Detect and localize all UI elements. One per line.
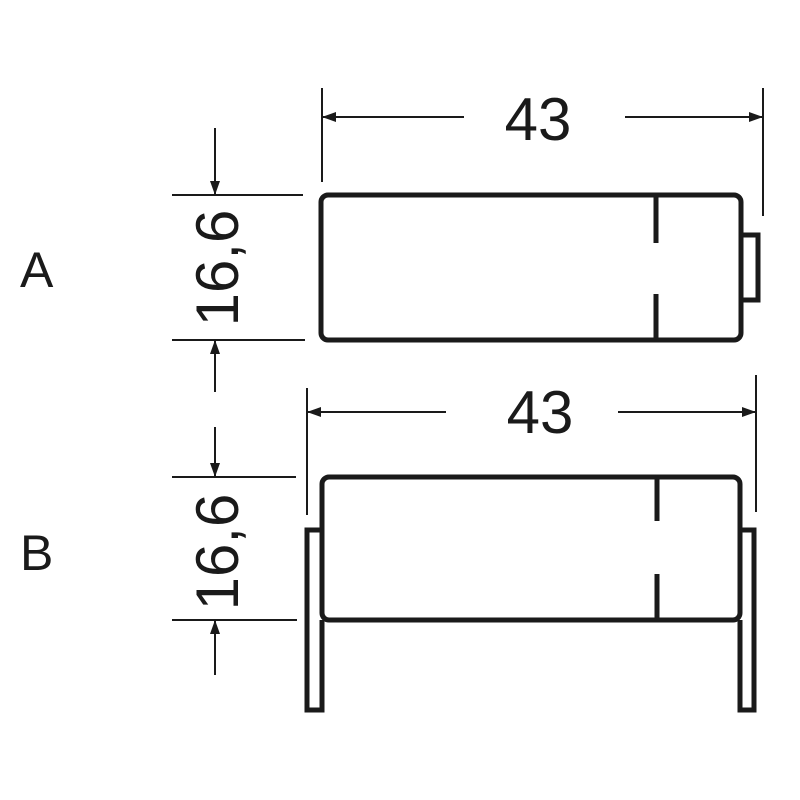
variant-b-label: B xyxy=(20,525,53,581)
variant-b-diameter-dimension: 16,6 xyxy=(172,427,297,675)
variant-b-battery-body xyxy=(304,474,757,713)
variant-a-diameter-value: 16,6 xyxy=(184,210,251,327)
variant-a-label: A xyxy=(20,242,54,298)
variant-a-length-value: 43 xyxy=(505,86,572,153)
variant-b-length-dimension: 43 xyxy=(306,375,757,515)
variant-b-length-value: 43 xyxy=(507,379,574,446)
left-solder-tab xyxy=(304,527,325,713)
variant-a-battery-body xyxy=(318,192,761,343)
right-solder-tab xyxy=(737,527,757,713)
battery-outline xyxy=(318,192,744,343)
variant-a: A 43 16,6 xyxy=(20,86,764,392)
variant-b-diameter-value: 16,6 xyxy=(184,494,251,611)
variant-b: B 43 16,6 xyxy=(20,375,757,713)
positive-button-terminal xyxy=(738,232,761,303)
battery-outline xyxy=(319,474,743,623)
variant-a-length-dimension: 43 xyxy=(321,86,764,216)
variant-a-diameter-dimension: 16,6 xyxy=(172,128,305,392)
